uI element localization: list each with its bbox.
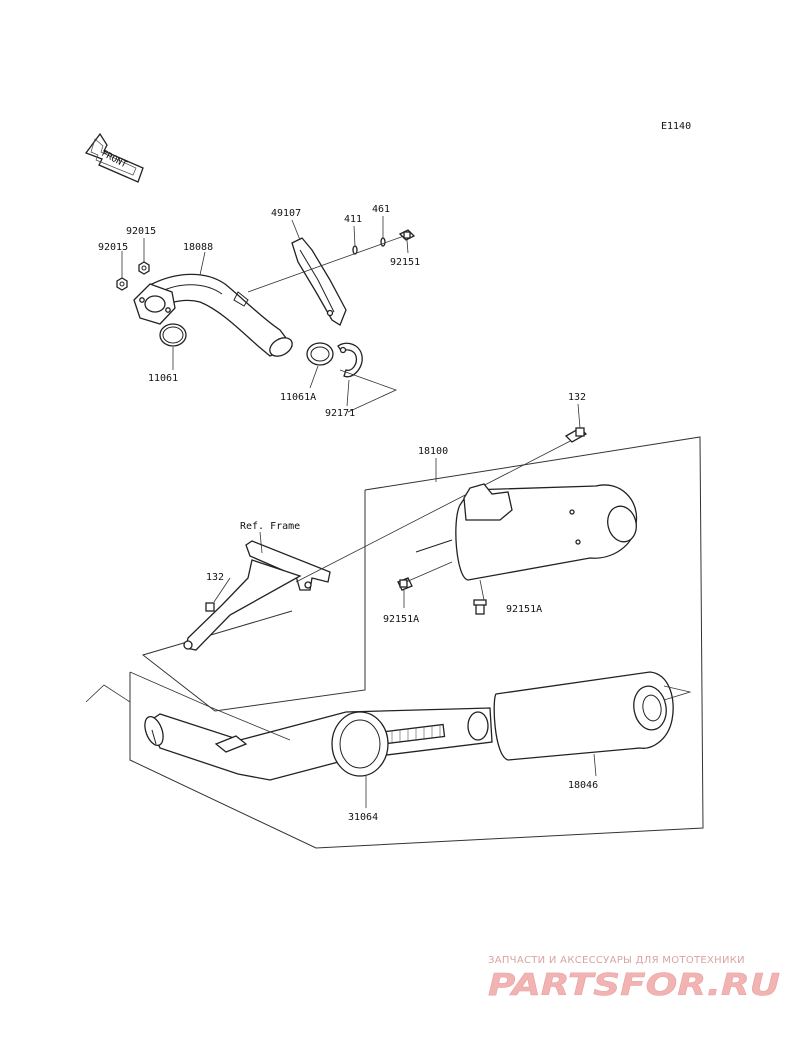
- ref-frame-label: Ref. Frame: [240, 521, 300, 532]
- part-label-92171: 92171: [325, 408, 355, 419]
- part-label-92151: 92151: [390, 257, 420, 268]
- part-label-31064: 31064: [348, 812, 378, 823]
- muffler-18046: [493, 671, 674, 761]
- front-arrow-icon: FRONT: [84, 132, 144, 183]
- heat-shield-31064: [331, 711, 389, 777]
- bolt-92151A-left: [397, 577, 413, 591]
- part-label-18100: 18100: [418, 446, 448, 457]
- part-label-92015-a: 92015: [98, 242, 128, 253]
- silencer-18100: [415, 483, 638, 581]
- part-label-92151A-left: 92151A: [383, 614, 419, 625]
- part-label-11061A: 11061A: [280, 392, 316, 403]
- assembly-frame-outline: [129, 436, 704, 849]
- heat-guard-49107: [291, 237, 347, 326]
- part-label-18088: 18088: [183, 242, 213, 253]
- part-label-132-frame: 132: [206, 572, 224, 583]
- part-label-411: 411: [344, 214, 362, 225]
- header-flange: [133, 283, 176, 325]
- nut-92015-b: [138, 261, 150, 275]
- header-pipe: [149, 273, 294, 357]
- watermark-tagline: ЗАПЧАСТИ И АКСЕССУАРЫ ДЛЯ МОТОТЕХНИКИ: [488, 955, 745, 966]
- gasket-11061A: [306, 342, 334, 366]
- exhaust-pipe: [144, 707, 493, 781]
- part-label-461: 461: [372, 204, 390, 215]
- watermark-logo: PARTSFOR.RU: [488, 968, 780, 1003]
- bolt-92151A-right: [473, 599, 487, 615]
- part-label-11061: 11061: [148, 373, 178, 384]
- part-label-49107: 49107: [271, 208, 301, 219]
- diagram-ref-code: E1140: [661, 121, 691, 132]
- frame-bracket: [183, 540, 331, 651]
- part-label-18046: 18046: [568, 780, 598, 791]
- part-label-92015-b: 92015: [126, 226, 156, 237]
- nut-92015-a: [116, 277, 128, 291]
- part-label-92151A-right: 92151A: [506, 604, 542, 615]
- clamp-92171: [337, 342, 363, 378]
- washer-461: [380, 237, 386, 247]
- bolt-92151: [398, 229, 416, 241]
- bolt-132-top: [564, 427, 588, 443]
- part-label-132-top: 132: [568, 392, 586, 403]
